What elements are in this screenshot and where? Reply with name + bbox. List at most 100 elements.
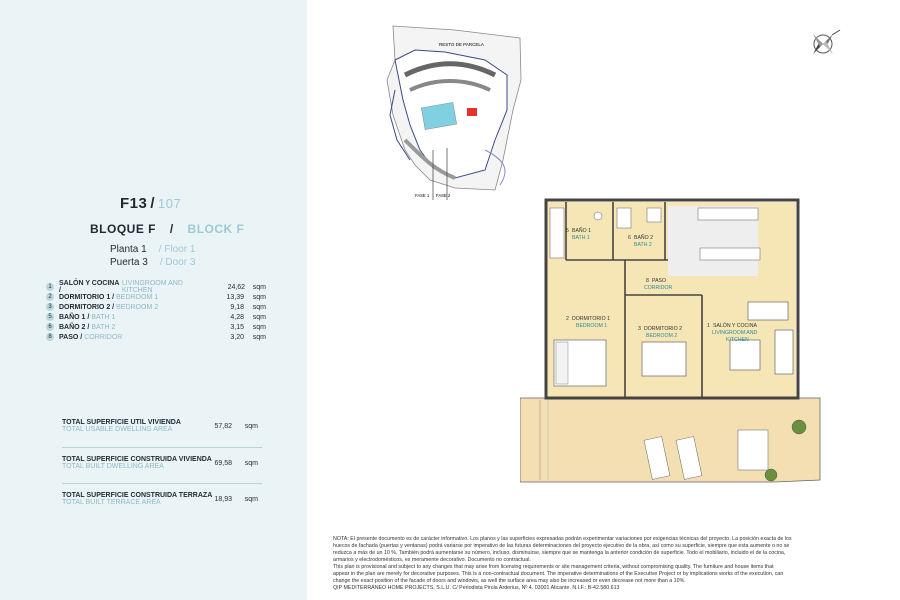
room-unit: sqm <box>252 303 266 311</box>
list-item: 1 SALÓN Y COCINA /LIVINGROOM AND KITCHEN 2… <box>46 280 266 294</box>
total-unit: sqm <box>244 423 258 430</box>
plan-badge-bed2: 3 <box>638 326 641 332</box>
floor-plan: 5 BAÑO 1 BATH 1 6 BAÑO 2 BATH 2 8 PASO C… <box>520 198 821 483</box>
list-item: 5 BAÑO 1 /BATH 1 4,28 sqm <box>46 312 266 322</box>
plan-label-corridor-es: PASO <box>652 278 666 284</box>
list-item: 3 DORMITORIO 2 /BEDROOM 2 9,18 sqm <box>46 302 266 312</box>
floor-es: Planta 1 <box>110 244 147 255</box>
plan-label-living-es: SALÓN Y COCINA <box>713 322 757 329</box>
total-terrace-area: TOTAL SUPERFICIE CONSTRUIDA TERRAZA TOTA… <box>62 492 262 506</box>
block-title: BLOQUE F / BLOCK F <box>90 222 244 236</box>
room-name-es: DORMITORIO 2 / <box>59 303 115 311</box>
site-plan: RESTO DE PARCELA FASE 1 FASE 2 <box>386 25 522 200</box>
disclaimer-note: NOTA: El presente documento es de caráct… <box>333 536 873 592</box>
divider <box>62 483 262 484</box>
room-name-en: LIVINGROOM AND KITCHEN <box>121 280 183 294</box>
room-name-en: BATH 2 <box>91 323 116 331</box>
list-item: 8 PASO /CORRIDOR 3,20 sqm <box>46 332 266 342</box>
note-line: armarios y electrodomésticos, es meramen… <box>333 557 531 563</box>
total-label-en: TOTAL BUILT TERRACE AREA <box>62 499 161 506</box>
room-name-es: DORMITORIO 1 / <box>59 293 115 301</box>
note-line: appear in the plan are merely for decora… <box>333 571 784 577</box>
total-usable-area: TOTAL SUPERFICIE UTIL VIVIENDA TOTAL USA… <box>62 419 262 433</box>
plan-label-bed1-en: BEDROOM 1 <box>576 323 607 329</box>
note-line: This plan is provisional and subject to … <box>333 564 774 570</box>
plan-label-bed1-es: DORMITORIO 1 <box>572 316 610 322</box>
room-list: 1 SALÓN Y COCINA /LIVINGROOM AND KITCHEN 2… <box>46 280 266 342</box>
room-area: 13,39 <box>226 293 244 301</box>
plan-label-corridor-en: CORRIDOR <box>644 285 672 291</box>
room-unit: sqm <box>252 323 266 331</box>
compass-icon <box>813 29 841 54</box>
floor-line: Planta 1 / Floor 1 <box>110 244 195 255</box>
room-area: 3,20 <box>230 333 244 341</box>
door-en: / Door 3 <box>159 257 196 268</box>
room-area: 9,18 <box>230 303 244 311</box>
plan-label-bed2-es: DORMITORIO 2 <box>644 326 682 332</box>
door-line: Puerta 3 / Door 3 <box>110 257 195 268</box>
plan-badge-living: 1 <box>707 323 710 329</box>
note-line: NOTA: El presente documento es de caráct… <box>333 536 792 542</box>
plan-label-bath2-en: BATH 2 <box>634 242 652 248</box>
total-label-en: TOTAL USABLE DWELLING AREA <box>62 426 173 433</box>
room-area: 3,15 <box>230 323 244 331</box>
note-line: change the exact position of the facade … <box>333 578 686 584</box>
room-number-badge: 3 <box>46 303 54 311</box>
block-es: BLOQUE F <box>90 222 156 236</box>
room-name-en: BEDROOM 1 <box>116 293 159 301</box>
room-name-en: CORRIDOR <box>84 333 123 341</box>
total-built-area: TOTAL SUPERFICIE CONSTRUIDA VIVIENDA TOT… <box>62 456 262 470</box>
plan-label-living-en1: LIVINGROOM AND <box>712 330 758 336</box>
block-en: BLOCK F <box>187 222 245 236</box>
plan-label-living-en2: KITCHEN <box>726 337 749 343</box>
room-area: 4,28 <box>230 313 244 321</box>
room-number-badge: 1 <box>46 283 54 291</box>
plan-badge-bath1: 5 <box>566 228 569 234</box>
room-area: 24,62 <box>227 283 246 291</box>
total-unit: sqm <box>244 496 258 503</box>
site-rest-label: RESTO DE PARCELA <box>439 42 484 47</box>
plan-label-bath1-en: BATH 1 <box>572 235 590 241</box>
unit-code-separator: / <box>150 195 156 212</box>
room-unit: sqm <box>252 333 266 341</box>
total-label-es: TOTAL SUPERFICIE CONSTRUIDA VIVIENDA <box>62 456 212 463</box>
note-line: QIP MEDITERRÁNEO HOME PROJECTS, S.L.U. C… <box>333 585 620 591</box>
phase-1-label: FASE 1 <box>415 193 430 198</box>
room-name-en: BEDROOM 2 <box>116 303 159 311</box>
total-unit: sqm <box>244 460 258 467</box>
plan-label-bath1-es: BAÑO 1 <box>572 227 591 234</box>
room-name-es: BAÑO 2 / <box>59 323 90 331</box>
door-es: Puerta 3 <box>110 257 148 268</box>
plan-label-bed2-en: BEDROOM 2 <box>646 333 677 339</box>
plan-badge-corridor: 8 <box>646 278 649 284</box>
total-value: 57,82 <box>214 423 232 430</box>
total-label-es: TOTAL SUPERFICIE CONSTRUIDA TERRAZA <box>62 492 213 499</box>
plan-badge-bath2: 6 <box>628 235 631 241</box>
phase-2-label: FASE 2 <box>436 193 451 198</box>
unit-code-main: F13 <box>120 195 148 212</box>
room-name-es: PASO / <box>59 333 83 341</box>
room-number-badge: 8 <box>46 333 54 341</box>
list-item: 6 BAÑO 2 /BATH 2 3,15 sqm <box>46 322 266 332</box>
floor-en: / Floor 1 <box>158 244 196 255</box>
room-unit: sqm <box>252 293 266 301</box>
divider <box>62 447 262 448</box>
total-value: 69,58 <box>214 460 232 467</box>
room-unit: sqm <box>252 283 266 291</box>
block-separator: / <box>169 222 174 236</box>
room-name-es: SALÓN Y COCINA / <box>59 280 120 294</box>
unit-code: F13/107 <box>120 195 181 212</box>
note-line: huecos de fachada (puertas y ventanas) p… <box>333 543 790 549</box>
note-line: reduzca a más de un 10 %. También podrá … <box>333 550 786 556</box>
room-number-badge: 5 <box>46 313 54 321</box>
room-name-es: BAÑO 1 / <box>59 313 90 321</box>
room-unit: sqm <box>252 313 266 321</box>
unit-number: 107 <box>158 196 182 211</box>
room-number-badge: 6 <box>46 323 54 331</box>
total-label-en: TOTAL BUILT DWELLING AREA <box>62 463 164 470</box>
total-value: 18,93 <box>214 496 232 503</box>
room-name-en: BATH 1 <box>91 313 116 321</box>
plan-badge-bed1: 2 <box>566 316 569 322</box>
plan-label-bath2-es: BAÑO 2 <box>634 234 653 241</box>
